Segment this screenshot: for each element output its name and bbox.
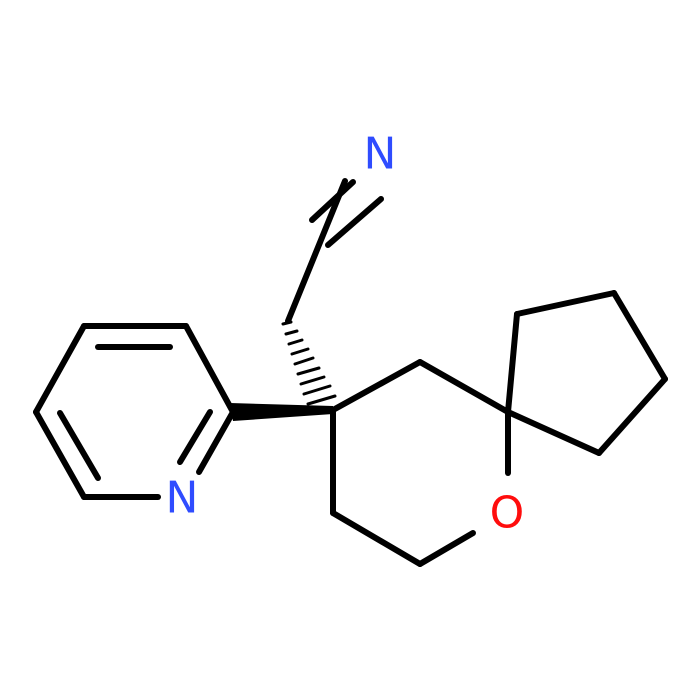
pyridine-ring — [33, 323, 236, 500]
pyridine-nitrogen-label: N — [166, 473, 199, 524]
hashed-wedge-bond — [281, 320, 337, 406]
nitrile-triple-bond — [285, 178, 384, 324]
ring-oxygen-label: O — [490, 488, 525, 539]
nitrile-nitrogen-label: N — [364, 129, 397, 180]
cyclopentane-ring — [505, 290, 668, 456]
bold-wedge-bond — [230, 403, 333, 421]
oxane-ring — [330, 359, 511, 567]
